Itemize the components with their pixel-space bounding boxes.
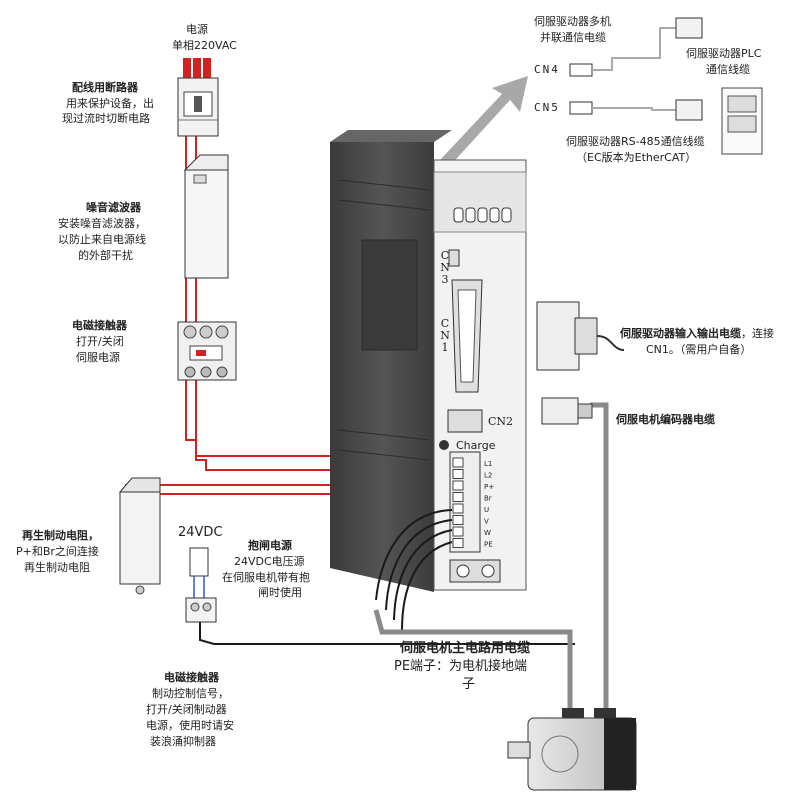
brake-contactor-title: 电磁接触器 — [164, 671, 219, 684]
brake-supply-voltage: 24VDC — [178, 525, 223, 540]
contactor-desc-1: 打开/关闭 — [76, 335, 124, 348]
io-cable-desc: CN1。（需用户自备） — [646, 343, 752, 356]
io-connector-icon — [536, 301, 625, 371]
io-cable-tail: ，连接 — [741, 327, 774, 340]
terminal-pin-br — [452, 492, 464, 502]
encoder-cable — [590, 402, 609, 712]
brake-power-desc-3: 闸时使用 — [258, 586, 302, 599]
motor-signal-wires — [375, 509, 453, 631]
breaker-title: 配线用断路器 — [72, 81, 138, 94]
regen-resistor-icon — [118, 477, 161, 595]
regen-desc-2: 再生制动电阻 — [24, 561, 90, 574]
terminal-label-l1: L1 — [484, 460, 492, 468]
terminal-pin-v — [452, 515, 464, 525]
terminal-label-v: V — [484, 518, 489, 526]
contactor-title: 电磁接触器 — [72, 319, 127, 332]
filter-desc-1: 安装噪音滤波器， — [58, 217, 146, 230]
brake-contactor-desc-2: 打开/关闭制动器 — [146, 703, 227, 716]
plc-cable-line-1: 伺服驱动器PLC — [686, 47, 762, 60]
encoder-cable-title: 伺服电机编码器电缆 — [616, 413, 715, 426]
noise-filter-icon — [183, 154, 229, 279]
multi-cable-line-1: 伺服驱动器多机 — [534, 15, 611, 28]
plc-icon — [721, 87, 763, 155]
brake-contactor-desc-1: 制动控制信号， — [152, 687, 229, 700]
brake-contactor-icon — [185, 597, 575, 645]
terminal-pin-l1 — [452, 457, 464, 468]
port-cn2-label: CN2 — [488, 415, 514, 428]
main-circuit-cable — [373, 609, 573, 712]
brake-contactor-desc-3: 电源，使用时请安 — [146, 719, 234, 732]
filter-desc-3: 的外部干扰 — [78, 249, 133, 262]
brake-power-desc-2: 在伺服电机带有抱 — [222, 571, 310, 584]
terminal-pin-l2 — [452, 469, 464, 479]
encoder-plug-icon — [541, 397, 593, 425]
regen-title: 再生制动电阻， — [22, 529, 99, 542]
servo-drive-body — [330, 130, 527, 592]
comm-arrow — [440, 76, 528, 168]
terminal-label-l2: L2 — [484, 472, 492, 480]
port-cn4-label: CN4 — [534, 63, 560, 76]
terminal-pin-pe — [452, 538, 464, 548]
io-cable-title: 伺服驱动器输入输出电缆 — [620, 327, 741, 340]
contactor-desc-2: 伺服电源 — [76, 351, 120, 364]
rs485-cable-line-2: （EC版本为EtherCAT） — [576, 151, 697, 164]
port-cn1-label: CN1 — [440, 317, 450, 354]
port-cn5-label: CN5 — [534, 101, 560, 114]
magnetic-contactor-icon — [177, 321, 237, 381]
main-cable-desc-2: 子 — [462, 677, 476, 692]
regen-desc-1: P+和Br之间连接 — [16, 545, 99, 558]
servo-motor-icon — [507, 708, 637, 791]
terminal-pin-pp — [452, 480, 464, 491]
power-subtitle: 单相220VAC — [172, 39, 237, 52]
brake-power-title: 抱闸电源 — [248, 539, 292, 552]
brake-power-desc-1: 24VDC电压源 — [234, 555, 305, 568]
terminal-label-w: W — [484, 529, 491, 537]
rj45-cables — [569, 17, 703, 121]
terminal-pin-u — [452, 503, 464, 514]
filter-desc-2: 以防止来自电源线 — [58, 233, 146, 246]
plc-cable-line-2: 通信线缆 — [706, 63, 750, 76]
io-cable-label: 伺服驱动器输入输出电缆，连接 — [620, 326, 774, 341]
power-title: 电源 — [186, 23, 208, 36]
charge-label: Charge — [456, 439, 496, 452]
rs485-cable-line-1: 伺服驱动器RS-485通信线缆 — [566, 135, 705, 148]
brake-supply-icon — [189, 547, 209, 598]
circuit-breaker-icon — [177, 58, 219, 137]
terminal-label-u: U — [484, 506, 489, 514]
main-cable-desc-1: PE端子：为电机接地端 — [394, 659, 528, 674]
brake-contactor-desc-4: 装浪涌抑制器 — [150, 735, 216, 748]
port-cn3-label: CN3 — [440, 249, 450, 286]
terminal-label-pp: P+ — [484, 483, 494, 491]
main-cable-title: 伺服电机主电路用电缆 — [400, 641, 531, 656]
multi-cable-line-2: 并联通信电缆 — [540, 31, 606, 44]
filter-title: 噪音滤波器 — [86, 201, 141, 214]
terminal-pin-w — [452, 526, 464, 537]
breaker-desc-1: 用来保护设备，出 — [66, 97, 154, 110]
motor-cables — [373, 402, 609, 712]
terminal-label-br: Br — [484, 495, 492, 503]
terminal-label-pe: PE — [484, 541, 493, 549]
breaker-desc-2: 现过流时切断电路 — [62, 112, 150, 125]
